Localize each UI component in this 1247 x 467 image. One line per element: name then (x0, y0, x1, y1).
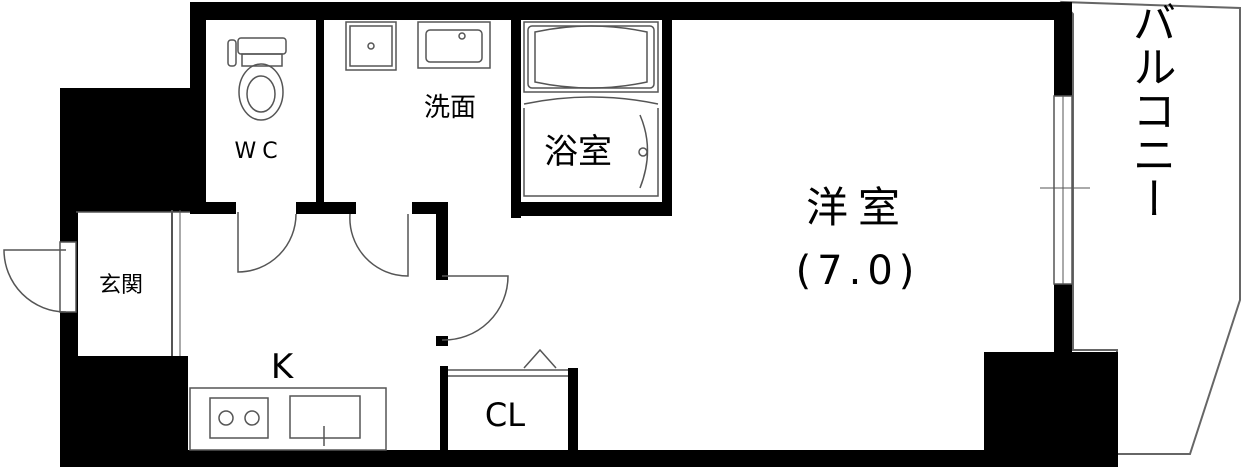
toilet-fixture (227, 37, 287, 121)
balcony-label: バルコニー (1125, 0, 1176, 220)
entrance-door (3, 241, 77, 313)
bathtub-fixture (523, 21, 659, 197)
western-room-size: (7.0) (796, 248, 921, 294)
washroom-fixtures (345, 21, 491, 71)
entrance-label: 玄関 (99, 273, 143, 298)
window (1040, 95, 1090, 285)
bathroom-label: 浴室 (544, 132, 612, 172)
western-room-label: 洋室 (806, 183, 910, 232)
kitchen-label: K (271, 347, 295, 387)
closet-rail (448, 348, 568, 377)
closet-label: CL (485, 396, 525, 434)
washroom-label: 洗面 (424, 93, 476, 123)
wc-label: WC (234, 139, 283, 164)
door-swings (237, 212, 509, 341)
kitchen-counter (189, 387, 387, 451)
